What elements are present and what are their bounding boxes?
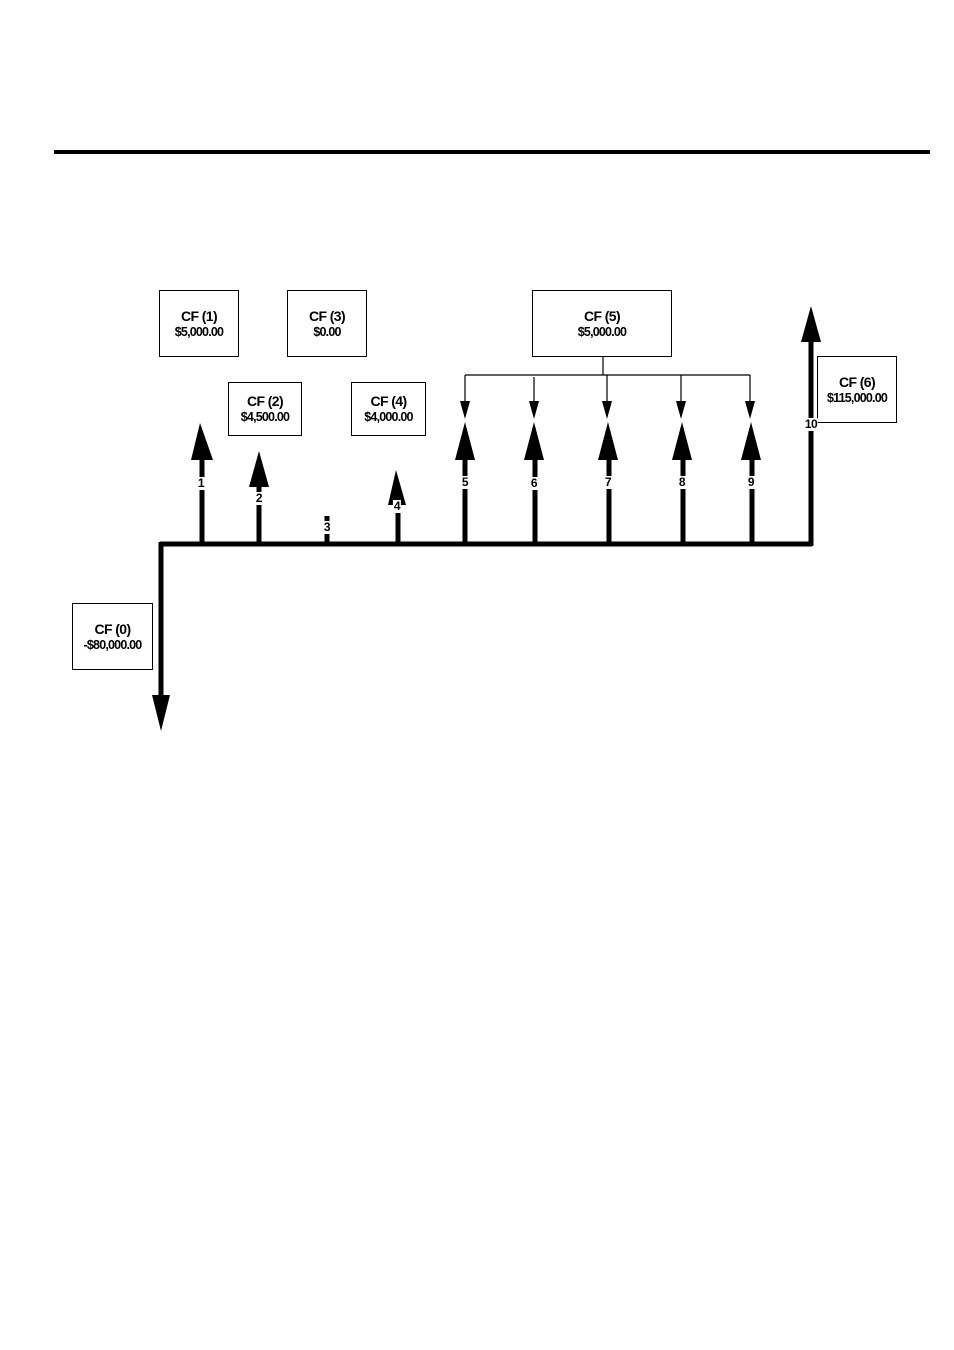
cf5-branch-5-arrowhead [460, 401, 470, 419]
cf5-amount: $5,000.00 [533, 325, 671, 340]
cf2-label: CF (2) [229, 393, 301, 410]
period-label-6: 6 [530, 477, 538, 490]
period-label-9: 9 [747, 476, 755, 489]
cf3-label: CF (3) [288, 308, 366, 325]
cf0-label: CF (0) [73, 621, 152, 638]
cf3-box: CF (3) $0.00 [287, 290, 367, 357]
cf3-amount: $0.00 [288, 325, 366, 340]
cf6-amount: $115,000.00 [818, 391, 896, 406]
cf5-branch-9-arrowhead [745, 401, 755, 419]
cf4-box: CF (4) $4,000.00 [351, 382, 426, 436]
cf4-amount: $4,000.00 [352, 410, 425, 425]
cf6-box: CF (6) $115,000.00 [817, 356, 897, 423]
cf5-branch-6-arrowhead [529, 401, 539, 419]
period-6-arrow-head [524, 422, 544, 460]
period-label-2: 2 [255, 492, 263, 505]
period-9-arrow-head [741, 422, 761, 460]
period-10-arrow-head [801, 306, 821, 342]
cf1-box: CF (1) $5,000.00 [159, 290, 239, 357]
cf5-box: CF (5) $5,000.00 [532, 290, 672, 357]
period-label-10: 10 [804, 418, 818, 431]
period-label-8: 8 [678, 476, 686, 489]
cf5-branch-8-arrowhead [676, 401, 686, 419]
period-7-arrow-head [598, 422, 618, 460]
period-label-7: 7 [604, 476, 612, 489]
period-label-3: 3 [323, 521, 331, 534]
cf2-box: CF (2) $4,500.00 [228, 382, 302, 436]
period-label-5: 5 [461, 476, 469, 489]
cf0-arrow-head [152, 695, 170, 731]
cf6-label: CF (6) [818, 374, 896, 391]
cf1-amount: $5,000.00 [160, 325, 238, 340]
cf4-label: CF (4) [352, 393, 425, 410]
cf2-amount: $4,500.00 [229, 410, 301, 425]
period-2-arrow-head [249, 451, 269, 487]
cf0-amount: -$80,000.00 [73, 638, 152, 653]
period-label-1: 1 [197, 477, 205, 490]
period-8-arrow-head [672, 422, 692, 460]
period-1-arrow-head [191, 423, 213, 460]
cf5-label: CF (5) [533, 308, 671, 325]
period-5-arrow-head [455, 422, 475, 460]
period-label-4: 4 [393, 500, 401, 513]
cf1-label: CF (1) [160, 308, 238, 325]
cf0-box: CF (0) -$80,000.00 [72, 603, 153, 670]
cf5-branch-7-arrowhead [602, 401, 612, 419]
